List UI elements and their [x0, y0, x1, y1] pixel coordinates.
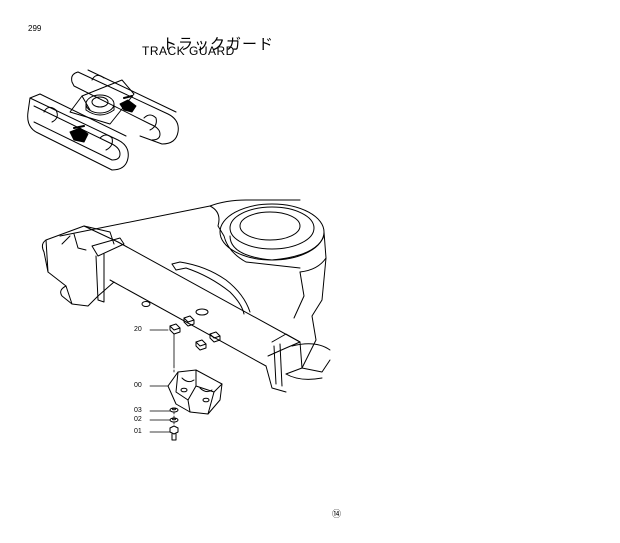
callout-02: 02	[134, 416, 142, 423]
weld-nuts	[170, 316, 220, 350]
title-japanese: トラックガード	[162, 35, 275, 53]
overview-track-frame	[28, 70, 179, 170]
title-english: TRACK GUARD	[142, 44, 235, 58]
leader-lines	[150, 330, 174, 432]
track-guard-part	[168, 370, 222, 414]
footer-mark: ⑭	[332, 509, 342, 519]
callout-20: 20	[134, 326, 142, 333]
callout-03: 03	[134, 407, 142, 414]
callout-01: 01	[134, 428, 142, 435]
callout-00: 00	[134, 382, 142, 389]
detail-track-frame	[42, 200, 330, 392]
page-number: 299	[28, 24, 42, 33]
